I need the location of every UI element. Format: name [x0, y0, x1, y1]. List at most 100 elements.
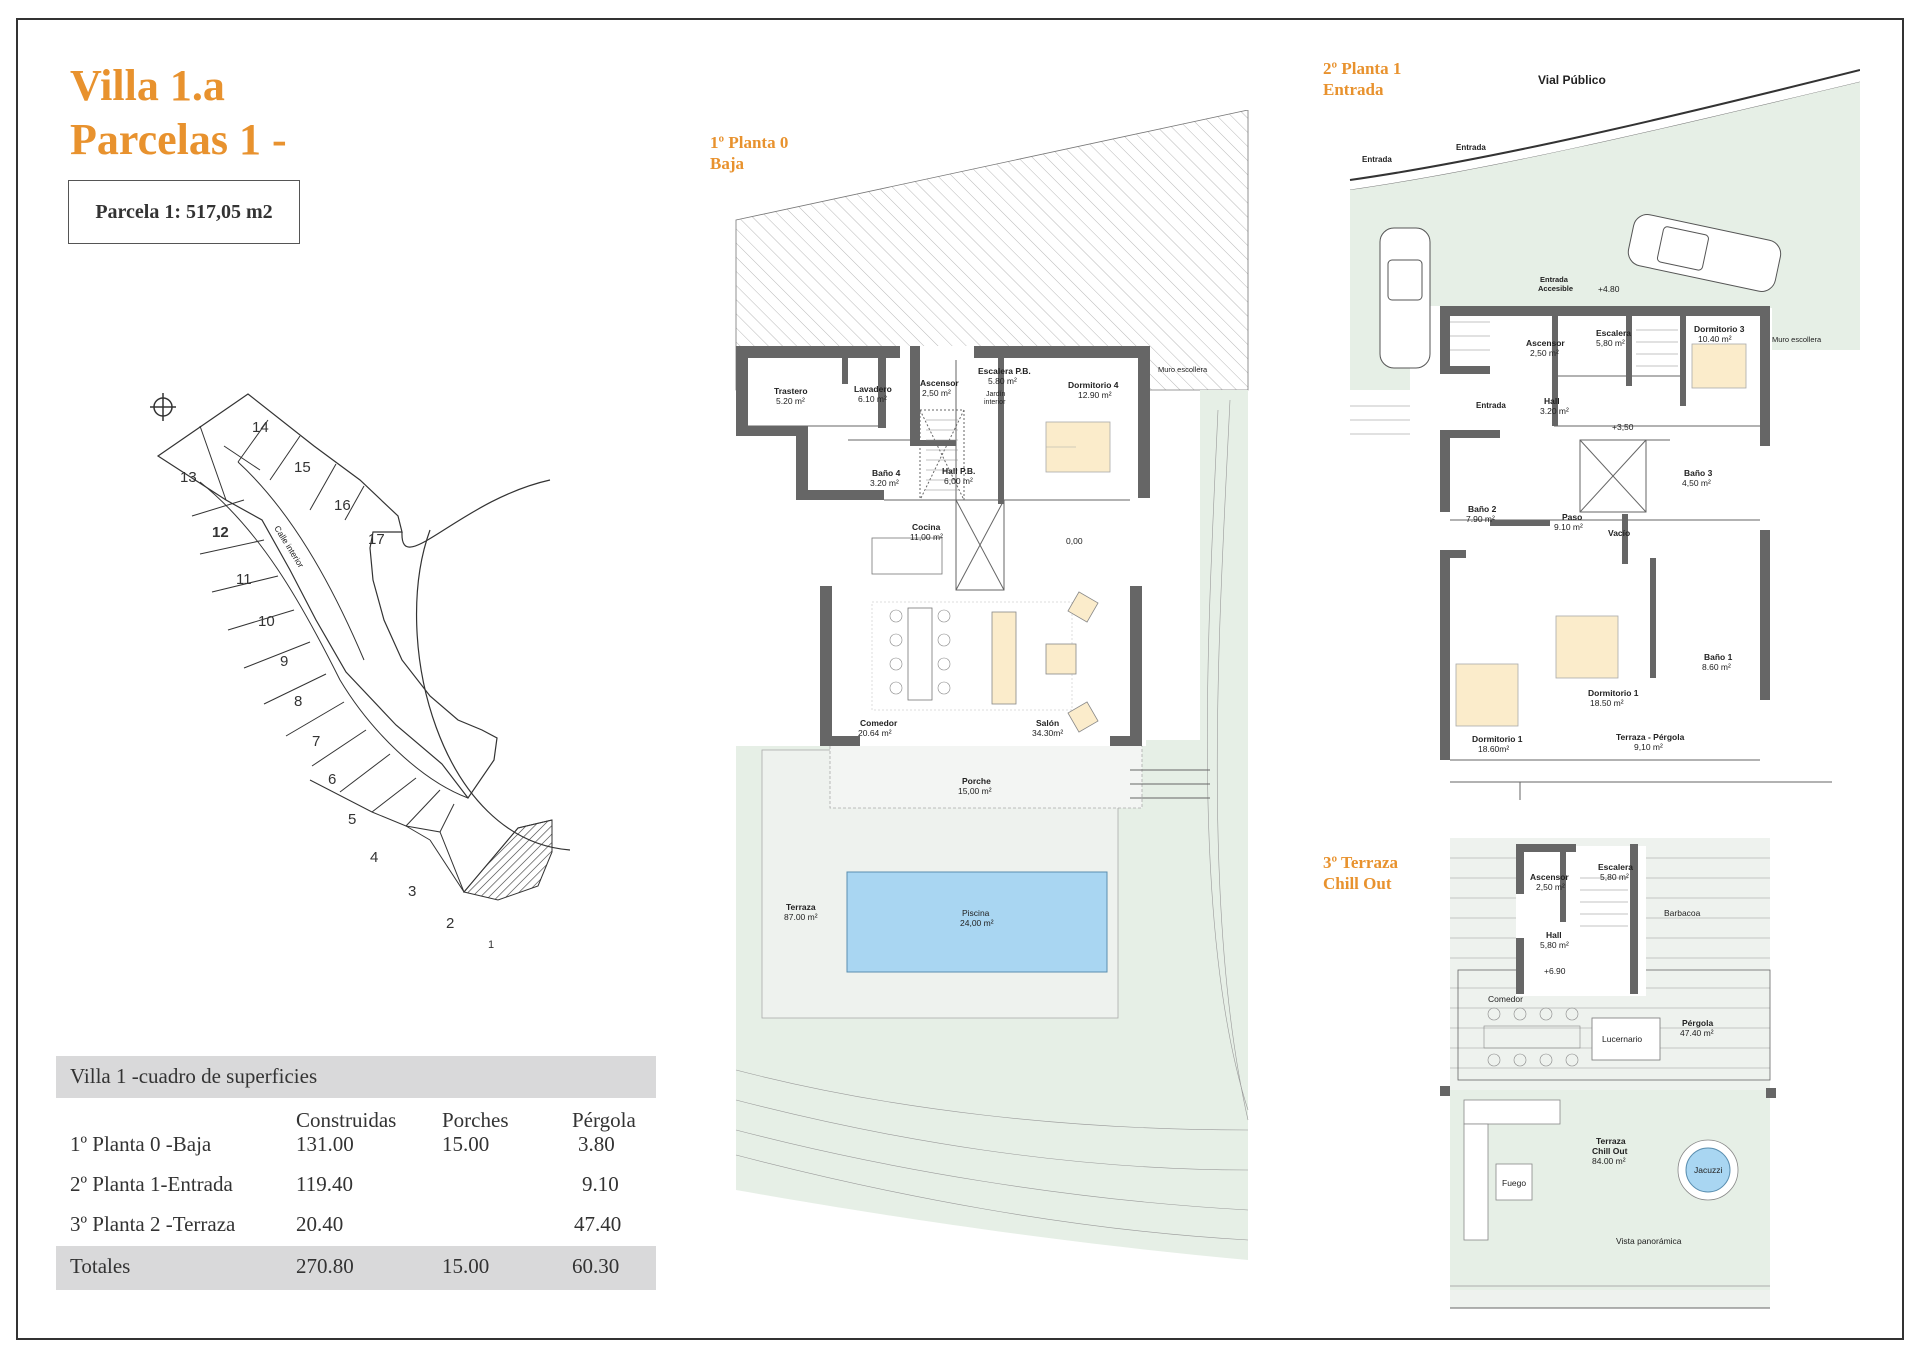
table-row: 1º Planta 0 -Baja 131.00 15.00 3.80	[56, 1124, 656, 1164]
totals-porches: 15.00	[442, 1254, 490, 1278]
table-title-row: Villa 1 -cuadro de superficies	[56, 1056, 656, 1098]
room-area: 18.60m²	[1478, 744, 1509, 754]
parcela-area-box: Parcela 1: 517,05 m2	[68, 180, 300, 244]
floor-title-line2: Entrada	[1323, 80, 1384, 100]
ground-floor-plan: Trastero 5.20 m² Lavadero 6.10 m² Ascens…	[735, 110, 1249, 1260]
room-area: 8.60 m²	[1702, 662, 1731, 672]
lot-number: 3	[408, 883, 416, 900]
room-label: Baño 4	[872, 468, 901, 478]
room-label: Ascensor	[1530, 872, 1569, 882]
level-marker: +3,50	[1612, 422, 1634, 432]
room-label: Pérgola	[1682, 1018, 1713, 1028]
room-label: Dormitorio 1	[1588, 688, 1639, 698]
floor-title-line1: 3º Terraza	[1323, 853, 1399, 872]
room-label: Fuego	[1502, 1178, 1526, 1188]
room-area: 10.40 m²	[1698, 334, 1732, 344]
floor-title-line2: Baja	[710, 154, 744, 174]
room-area: 2,50 m²	[1536, 882, 1565, 892]
room-label: Vacío	[1608, 528, 1630, 538]
table-row: 3º Planta 2 -Terraza 20.40 47.40	[56, 1204, 656, 1244]
lot-number: 5	[348, 811, 356, 828]
room-area: 5,80 m²	[1600, 872, 1629, 882]
room-label: Dormitorio 3	[1694, 324, 1745, 334]
room-label: Salón	[1036, 718, 1059, 728]
room-label: interior	[984, 399, 1006, 406]
totals-label: Totales	[70, 1254, 131, 1278]
parcelas-title: Parcelas 1 -	[70, 115, 287, 164]
table-row: 2º Planta 1-Entrada 119.40 9.10	[56, 1164, 656, 1204]
room-area: 9,10 m²	[1634, 742, 1663, 752]
room-area: 87.00 m²	[784, 912, 818, 922]
room-area: 5.80 m²	[988, 376, 1017, 386]
lot-number: 2	[446, 915, 454, 932]
room-label: Comedor	[1488, 994, 1523, 1004]
lot-number: 1	[488, 939, 494, 951]
column-header: Pérgola	[572, 1108, 636, 1132]
room-label: Cocina	[912, 522, 941, 532]
table-header-row: Construidas Porches Pérgola	[56, 1100, 656, 1132]
floor-title-line1: 1º Planta 0	[710, 133, 789, 152]
lot-number: 11	[236, 571, 252, 588]
floor-title-line1: 2º Planta 1	[1323, 59, 1402, 78]
room-label: Jacuzzi	[1694, 1165, 1722, 1175]
row-pergola: 9.10	[582, 1172, 619, 1196]
room-area: 5,80 m²	[1540, 940, 1569, 950]
lot-number: 10	[258, 613, 275, 630]
entry-label: Entrada	[1476, 401, 1506, 410]
room-area: 34.30m²	[1032, 728, 1063, 738]
sheet-frame	[16, 18, 1904, 1340]
level-marker: +6.90	[1544, 966, 1566, 976]
villa-title: Villa 1.a	[70, 61, 225, 110]
room-label: Paso	[1562, 512, 1582, 522]
room-label: Barbacoa	[1664, 908, 1701, 918]
room-label: Hall	[1544, 396, 1560, 406]
column-header: Porches	[442, 1108, 509, 1132]
floor-title-planta-1: 2º Planta 1 Entrada	[1323, 58, 1401, 101]
lot-number: 14	[252, 419, 269, 436]
room-area: 6,00 m²	[944, 476, 973, 486]
level-marker: 0,00	[1066, 536, 1083, 546]
entry-label: Entrada	[1362, 155, 1392, 164]
column-header: Construidas	[296, 1108, 397, 1132]
room-label: Escalera P.B.	[978, 366, 1031, 376]
room-area: 18.50 m²	[1590, 698, 1624, 708]
wall-label: Muro escollera	[1772, 335, 1822, 344]
room-label: Vista panorámica	[1616, 1236, 1682, 1246]
room-label: Comedor	[860, 718, 898, 728]
lot-number: 4	[370, 849, 378, 866]
car-icon	[1627, 214, 1782, 292]
street-label: Vial Público	[1538, 73, 1606, 87]
room-area: 3.20 m²	[1540, 406, 1569, 416]
room-area: 24,00 m²	[960, 918, 994, 928]
totals-construidas: 270.80	[296, 1254, 354, 1278]
room-label: Baño 3	[1684, 468, 1713, 478]
room-label: Porche	[962, 776, 991, 786]
room-label: Terraza	[786, 902, 816, 912]
entry-label: Entrada	[1456, 143, 1486, 152]
room-label: Ascensor	[1526, 338, 1565, 348]
compass-icon	[150, 393, 176, 421]
room-label: Escalera	[1598, 862, 1633, 872]
floor-title-planta-0: 1º Planta 0 Baja	[710, 132, 788, 175]
row-pergola: 47.40	[574, 1212, 622, 1236]
table-totals-row: Totales 270.80 15.00 60.30	[56, 1246, 656, 1290]
room-label: Hall	[1546, 930, 1562, 940]
row-construidas: 131.00	[296, 1132, 354, 1156]
totals-pergola: 60.30	[572, 1254, 620, 1278]
room-label: Dormitorio 1	[1472, 734, 1523, 744]
lot-number: 9	[280, 653, 288, 670]
room-area: 2,50 m²	[922, 388, 951, 398]
table-title: Villa 1 -cuadro de superficies	[70, 1064, 318, 1088]
room-label: Ascensor	[920, 378, 959, 388]
room-label: Dormitorio 4	[1068, 380, 1119, 390]
floor-title-line2: Chill Out	[1323, 874, 1392, 894]
room-label: Chill Out	[1592, 1146, 1628, 1156]
room-label: Terraza - Pérgola	[1616, 732, 1685, 742]
room-area: 4,50 m²	[1682, 478, 1711, 488]
site-plan: 14 13 15 12 16 17 11 10 9 8 7 6 5 4 3 2 …	[150, 393, 571, 951]
level-marker: +4.80	[1598, 284, 1620, 294]
lot-number: 7	[312, 733, 320, 750]
room-area: 9.10 m²	[1554, 522, 1583, 532]
lot-number: 17	[368, 531, 385, 548]
room-area: 5.20 m²	[776, 396, 805, 406]
